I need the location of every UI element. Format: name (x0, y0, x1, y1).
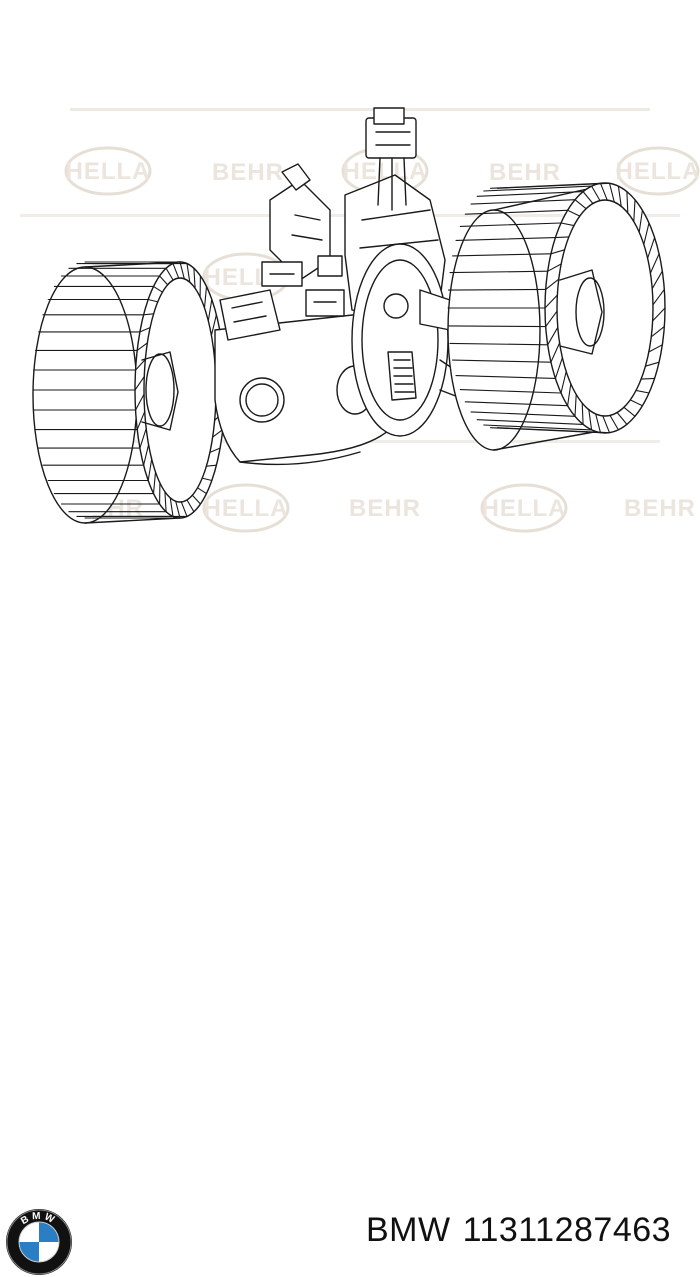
part-label: BMW 11311287463 (366, 1211, 683, 1250)
hella-watermark-3: HELLA (616, 148, 700, 194)
fan-blade (555, 237, 569, 238)
hella-watermark-5: HELLA (204, 485, 289, 531)
left-fan-wheel (33, 262, 225, 523)
behr-watermark-4: BEHR (624, 495, 696, 522)
hella-watermark-6: HELLA (482, 485, 567, 531)
product-illustration: HELLA HELLA HELLA HELLA HELLA HELLA BEHR… (0, 0, 700, 700)
right-fan-wheel (448, 183, 665, 450)
fan-slat (449, 289, 546, 290)
fan-slat (465, 210, 567, 214)
brand-name: BMW (366, 1211, 451, 1249)
fan-blade (641, 378, 655, 379)
hella-watermark-text-5: HELLA (204, 495, 289, 522)
behr-watermark-3: BEHR (349, 495, 421, 522)
hella-watermark-1: HELLA (66, 148, 151, 194)
behr-watermark-2: BEHR (489, 159, 561, 186)
hella-watermark-text-6: HELLA (482, 495, 567, 522)
bmw-logo-icon: BMW (4, 1207, 74, 1277)
part-number: 11311287463 (463, 1211, 671, 1249)
fan-slat (449, 326, 546, 327)
hella-watermark-text-3: HELLA (616, 158, 700, 185)
behr-watermark-1: BEHR (212, 159, 284, 186)
hella-watermark-text-1: HELLA (66, 158, 151, 185)
